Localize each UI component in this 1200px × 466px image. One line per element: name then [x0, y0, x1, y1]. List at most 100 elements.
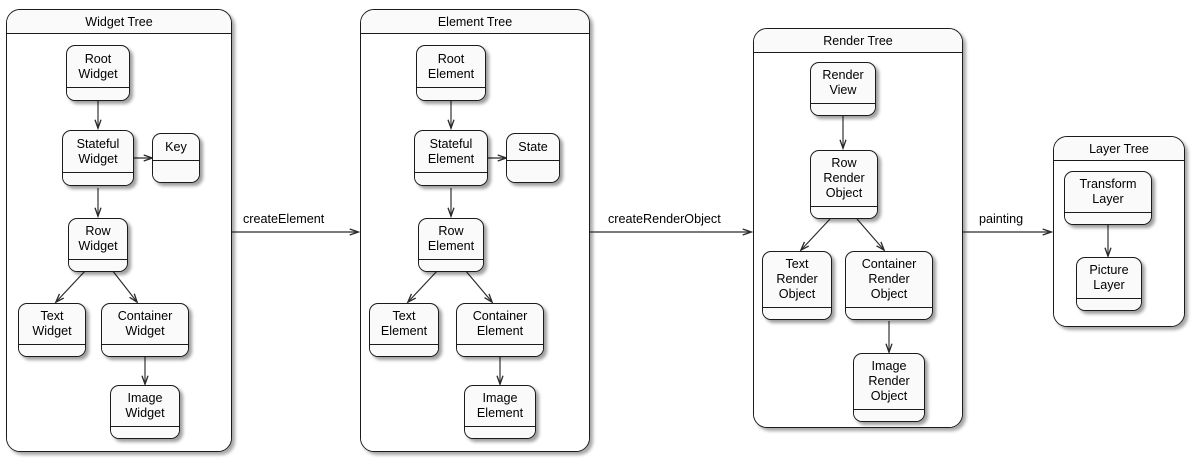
node-state[interactable]: State	[506, 133, 560, 183]
node-line: Key	[165, 139, 187, 154]
node-key-label: Key	[153, 134, 199, 161]
node-image-render-object[interactable]: Image Render Object	[853, 353, 925, 422]
node-render-view[interactable]: Render View	[810, 62, 876, 116]
node-line: Object	[870, 389, 908, 403]
node-line: Image	[482, 391, 518, 405]
node-compartment	[1077, 299, 1141, 310]
node-line: Render	[822, 68, 864, 82]
node-line: Transform	[1079, 177, 1137, 191]
node-container-element-label: Container Element	[457, 304, 543, 345]
node-line: View	[829, 83, 857, 97]
node-compartment	[153, 161, 199, 182]
node-line: Row	[85, 224, 111, 238]
node-line: Object	[778, 287, 816, 301]
node-image-widget[interactable]: Image Widget	[110, 385, 180, 439]
node-row-element-label: Row Element	[419, 219, 483, 260]
node-line: Container	[861, 257, 917, 271]
node-container-widget-label: Container Widget	[102, 304, 188, 345]
node-compartment	[457, 345, 543, 356]
node-transform-layer[interactable]: Transform Layer	[1064, 171, 1152, 225]
node-line: Element	[476, 406, 524, 420]
node-root-widget-label: Root Widget	[67, 46, 129, 88]
node-line: Widget	[32, 324, 72, 338]
node-line: Widget	[78, 239, 118, 253]
node-line: Element	[427, 151, 475, 166]
node-line: Text	[40, 309, 64, 323]
node-line: Container	[117, 309, 173, 323]
node-compartment	[763, 308, 831, 319]
node-text-widget-label: Text Widget	[19, 304, 85, 345]
node-line: Element	[427, 239, 475, 253]
node-compartment	[111, 427, 179, 438]
node-container-widget[interactable]: Container Widget	[101, 303, 189, 357]
node-image-element[interactable]: Image Element	[464, 385, 536, 439]
node-image-element-label: Image Element	[465, 386, 535, 427]
node-line: Layer	[1092, 192, 1124, 206]
node-line: Image	[127, 391, 163, 405]
node-line: Widget	[125, 324, 165, 338]
node-line: Element	[427, 66, 475, 81]
node-compartment	[465, 427, 535, 438]
panel-title-element-tree: Element Tree	[361, 10, 589, 34]
node-key[interactable]: Key	[152, 133, 200, 183]
node-compartment	[419, 260, 483, 271]
node-compartment	[63, 173, 133, 185]
node-image-render-object-label: Image Render Object	[854, 354, 924, 410]
node-text-render-object[interactable]: Text Render Object	[762, 251, 832, 320]
node-row-render-object-label: Row Render Object	[811, 151, 877, 207]
node-line: Image	[871, 359, 907, 373]
node-container-render-object-label: Container Render Object	[846, 252, 932, 308]
node-root-element-label: Root Element	[417, 46, 485, 88]
node-compartment	[811, 104, 875, 115]
node-container-render-object[interactable]: Container Render Object	[845, 251, 933, 320]
node-compartment	[415, 173, 487, 185]
node-picture-layer-label: Picture Layer	[1077, 258, 1141, 299]
node-line: Widget	[78, 66, 118, 81]
node-transform-layer-label: Transform Layer	[1065, 172, 1151, 213]
node-line: Object	[825, 186, 863, 200]
node-line: Element	[476, 324, 524, 338]
node-line: Text	[785, 257, 809, 271]
node-line: Row	[438, 224, 464, 238]
node-text-render-object-label: Text Render Object	[763, 252, 831, 308]
node-state-label: State	[507, 134, 559, 161]
node-line: Widget	[125, 406, 165, 420]
node-line: Container	[472, 309, 528, 323]
node-root-widget[interactable]: Root Widget	[66, 45, 130, 101]
node-compartment	[1065, 213, 1151, 224]
node-line: Object	[870, 287, 908, 301]
node-stateful-widget-label: Stateful Widget	[63, 131, 133, 173]
node-text-widget[interactable]: Text Widget	[18, 303, 86, 357]
node-container-element[interactable]: Container Element	[456, 303, 544, 357]
node-row-widget[interactable]: Row Widget	[68, 218, 128, 272]
flow-label-create-element: createElement	[243, 212, 325, 226]
node-text-element-label: Text Element	[370, 304, 438, 345]
node-stateful-element-label: Stateful Element	[415, 131, 487, 173]
node-line: Render	[823, 171, 865, 185]
node-line: Widget	[78, 151, 118, 166]
node-stateful-widget[interactable]: Stateful Widget	[62, 130, 134, 186]
node-root-element[interactable]: Root Element	[416, 45, 486, 101]
flow-label-painting: painting	[979, 212, 1024, 226]
node-picture-layer[interactable]: Picture Layer	[1076, 257, 1142, 311]
node-line: Render	[868, 374, 910, 388]
node-compartment	[811, 207, 877, 218]
node-line: Text	[392, 309, 416, 323]
node-line: Root	[84, 51, 112, 66]
node-row-render-object[interactable]: Row Render Object	[810, 150, 878, 219]
node-line: Row	[831, 156, 857, 170]
node-compartment	[854, 410, 924, 421]
node-row-element[interactable]: Row Element	[418, 218, 484, 272]
node-compartment	[370, 345, 438, 356]
panel-title-render-tree: Render Tree	[754, 29, 962, 53]
node-render-view-label: Render View	[811, 63, 875, 104]
node-line: Element	[380, 324, 428, 338]
flow-label-create-render-object: createRenderObject	[608, 212, 721, 226]
node-compartment	[19, 345, 85, 356]
node-stateful-element[interactable]: Stateful Element	[414, 130, 488, 186]
node-line: Stateful	[429, 136, 473, 151]
node-text-element[interactable]: Text Element	[369, 303, 439, 357]
node-compartment	[507, 161, 559, 182]
node-line: Picture	[1089, 263, 1129, 277]
